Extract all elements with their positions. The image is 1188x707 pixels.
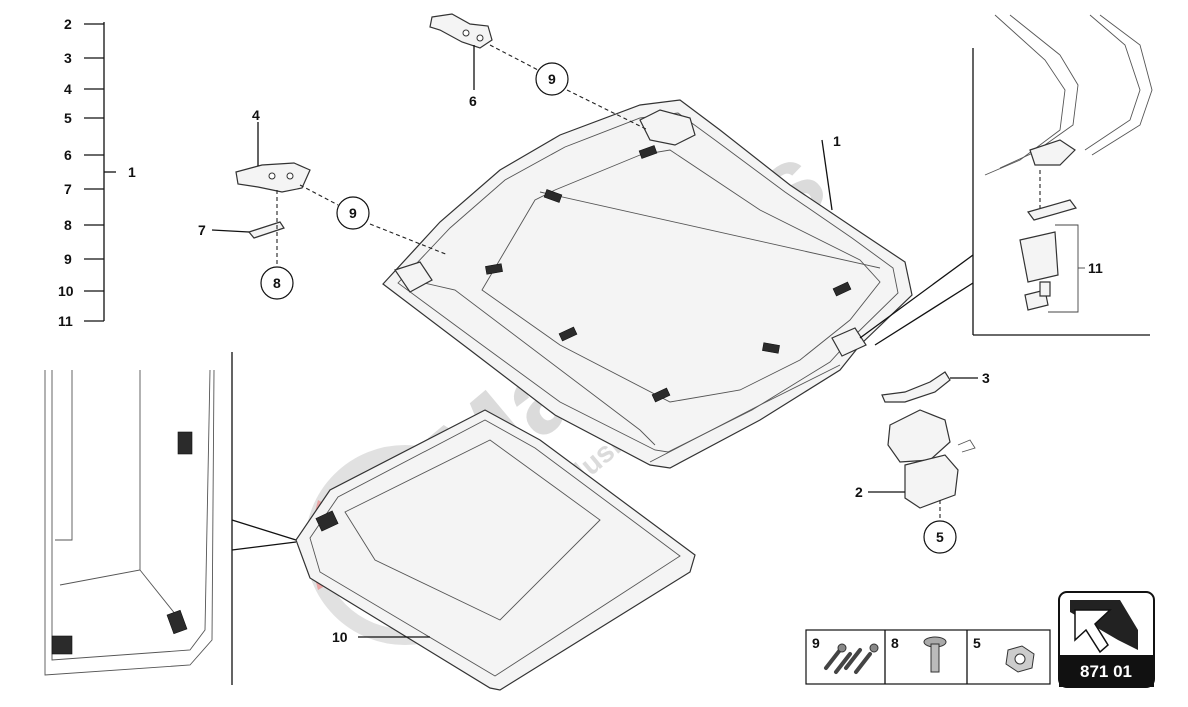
- svg-text:6: 6: [64, 147, 72, 163]
- liner-pad: [315, 510, 339, 532]
- cover-pad: [832, 281, 852, 297]
- callout-9-top: 9: [548, 71, 556, 87]
- svg-text:11: 11: [58, 313, 73, 329]
- liner: 10: [295, 409, 696, 691]
- callout-9-left: 9: [349, 205, 357, 221]
- callout-5: 5: [936, 529, 944, 545]
- fasteners-table: 9 8 5: [805, 629, 1051, 685]
- inset-pad: [177, 431, 193, 455]
- flange-bolt-icon: [923, 636, 947, 673]
- callout-1: 1: [833, 133, 841, 149]
- inset-pad: [51, 635, 73, 655]
- svg-text:3: 3: [64, 50, 72, 66]
- legend-item: 11: [58, 313, 104, 329]
- cover-pad: [485, 263, 503, 275]
- callout-circle-9-top: [535, 62, 569, 96]
- svg-text:10: 10: [58, 283, 74, 299]
- legend-item: 2: [64, 16, 104, 32]
- cover-pad: [543, 189, 563, 203]
- legend-item: 8: [64, 217, 104, 233]
- callout-2: 2: [855, 484, 863, 500]
- legend-item: 4: [64, 81, 104, 97]
- diagram-code: 871 01: [1080, 662, 1132, 681]
- legend-item: 10: [58, 283, 104, 299]
- callout-11: 11: [1088, 260, 1103, 276]
- hex-nut-icon: [1005, 645, 1035, 673]
- callout-8: 8: [273, 275, 281, 291]
- cover-pad: [762, 342, 780, 354]
- callout-circle-9-left: [336, 196, 370, 230]
- svg-text:4: 4: [64, 81, 72, 97]
- latch-assembly: 3 2 5: [855, 370, 990, 554]
- engine-cover: 1: [382, 99, 913, 469]
- callout-7: 7: [198, 222, 206, 238]
- callout-3: 3: [982, 370, 990, 386]
- cover-pad: [651, 387, 671, 403]
- cover-pad: [558, 326, 578, 342]
- arrow-panel-icon: [1070, 600, 1138, 654]
- svg-text:8: 8: [891, 635, 899, 651]
- svg-text:5: 5: [64, 110, 72, 126]
- callout-6: 6: [469, 93, 477, 109]
- callout-circle-8: [260, 266, 294, 300]
- cover-pad: [638, 145, 658, 159]
- detail-inset-right: 11: [859, 14, 1153, 346]
- legend-item: 9: [64, 251, 104, 267]
- legend-item: 6: [64, 147, 104, 163]
- svg-text:7: 7: [64, 181, 72, 197]
- callout-circle-5: [923, 520, 957, 554]
- diagram-reference: 871 01: [1058, 591, 1155, 688]
- detail-inset-left: [44, 352, 297, 685]
- hinge-top: 6 9: [429, 13, 649, 131]
- svg-text:8: 8: [64, 217, 72, 233]
- svg-text:5: 5: [973, 635, 981, 651]
- legend-item: 3: [64, 50, 104, 66]
- legend-item: 5: [64, 110, 104, 126]
- legend-group-label: 1: [128, 164, 136, 180]
- inset-pad: [166, 609, 188, 635]
- bolt-pair-icon: [824, 643, 879, 674]
- fastener-cell: 8: [891, 635, 947, 673]
- callout-4: 4: [252, 107, 260, 123]
- callout-10: 10: [332, 629, 348, 645]
- fastener-cell: 9: [812, 635, 879, 674]
- svg-text:9: 9: [64, 251, 72, 267]
- svg-text:9: 9: [812, 635, 820, 651]
- fastener-cell: 5: [973, 635, 1035, 673]
- legend-item: 7: [64, 181, 104, 197]
- svg-text:2: 2: [64, 16, 72, 32]
- legend-list: 2 3 4 5 6 7 8 9 10 11 1: [58, 16, 136, 329]
- hinge-left: 4 7 8 9: [198, 107, 449, 300]
